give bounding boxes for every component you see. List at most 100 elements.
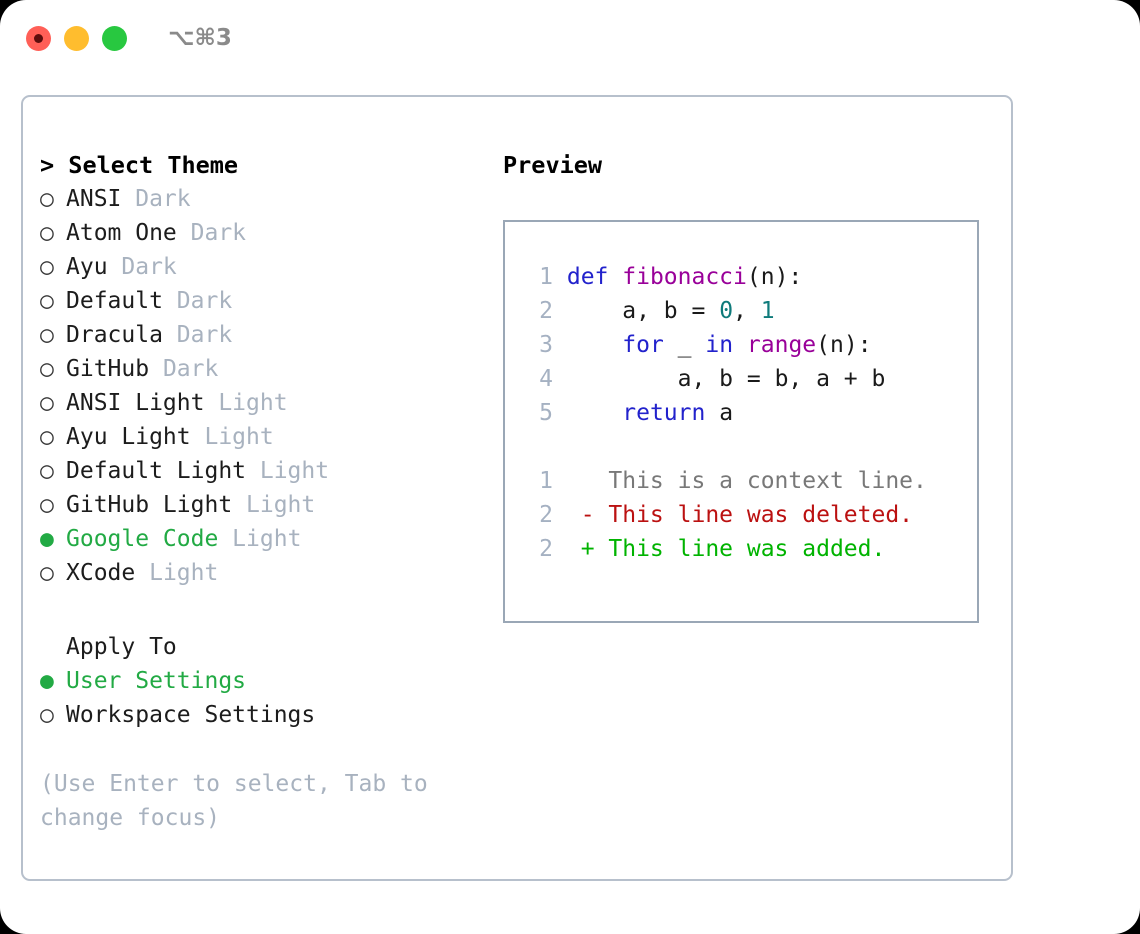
line-number: 4 (539, 366, 553, 392)
theme-name-label: Google Code (66, 526, 219, 552)
code-token-kw: in (705, 332, 734, 358)
diff-line: 2 - This line was deleted. (525, 498, 971, 532)
theme-list-item[interactable]: ○ GitHub Light Light (40, 488, 495, 522)
apply-to-header: Apply To (40, 630, 495, 664)
code-token-fn: fibonacci (622, 264, 747, 290)
theme-kind-label: Light (218, 526, 302, 552)
diff-line: 1 This is a context line. (525, 464, 971, 498)
code-line: 1 def fibonacci(n): (525, 260, 971, 294)
apply-to-item[interactable]: ○ Workspace Settings (40, 698, 495, 732)
code-line: 4 a, b = b, a + b (525, 362, 971, 396)
theme-list-item[interactable]: ○ Default Dark (40, 284, 495, 318)
line-number: 3 (539, 332, 553, 358)
diff-text: This line was added. (594, 536, 886, 562)
theme-name-label: Default (66, 288, 163, 314)
theme-kind-label: Dark (162, 322, 233, 348)
code-token-pln: (n): (816, 332, 872, 358)
gutter-spacer (553, 264, 567, 290)
theme-list-item[interactable]: ○ XCode Light (40, 556, 495, 590)
radio-unselected-icon: ○ (40, 288, 54, 314)
radio-selected-icon: ● (40, 526, 54, 552)
radio-selected-icon: ● (40, 668, 54, 694)
radio-unselected-icon: ○ (40, 424, 54, 450)
theme-kind-label: Dark (149, 356, 219, 382)
theme-list-item[interactable]: ○Ayu Dark (40, 250, 495, 284)
diff-text: This line was deleted. (594, 502, 914, 528)
radio-unselected-icon: ○ (40, 492, 54, 518)
theme-list-item[interactable]: ○ Dracula Dark (40, 318, 495, 352)
diff-marker: + (553, 536, 595, 562)
theme-name-label: GitHub Light (66, 492, 233, 518)
code-line: 2 a, b = 0, 1 (525, 294, 971, 328)
theme-kind-label: Dark (176, 220, 247, 246)
radio-unselected-icon: ○ (40, 560, 54, 586)
code-token-kw: for (622, 332, 664, 358)
maximize-window-button[interactable] (102, 26, 127, 51)
diff-marker (553, 468, 595, 494)
theme-selection-dialog: > Select Theme ○ANSI Dark○Atom One Dark○… (21, 95, 1013, 881)
apply-to-item-label: User Settings (66, 668, 247, 694)
code-token-pln: , (733, 298, 761, 324)
diff-line-number: 2 (539, 536, 553, 562)
theme-list-item[interactable]: ○Default Light Light (40, 454, 495, 488)
apply-to-item-label: Workspace Settings (66, 702, 316, 728)
keyboard-hint-text: (Use Enter to select, Tab to change focu… (40, 771, 442, 831)
code-token-pln (567, 332, 622, 358)
code-token-pln: a, b = (566, 298, 720, 324)
theme-kind-label: Light (135, 560, 219, 586)
radio-unselected-icon: ○ (40, 186, 54, 212)
minimize-window-button[interactable] (64, 26, 89, 51)
select-theme-header: > Select Theme (40, 151, 239, 179)
theme-name-label: Default Light (66, 458, 247, 484)
code-token-num: 0 (719, 298, 734, 324)
gutter-spacer (553, 298, 567, 324)
theme-list-item[interactable]: ● Google Code Light (40, 522, 495, 556)
gutter-spacer (553, 332, 567, 358)
apply-to-header-label: Apply To (66, 634, 177, 660)
traffic-lights (26, 26, 127, 51)
theme-picker-column: > Select Theme ○ANSI Dark○Atom One Dark○… (40, 148, 495, 835)
theme-kind-label: Dark (162, 288, 233, 314)
apply-to-section: Apply To ● User Settings ○ Workspace Settin… (40, 630, 495, 732)
preview-column: Preview 1 def fibonacci(n):2 a, b = 0, 1… (503, 148, 998, 623)
radio-unselected-icon: ○ (40, 390, 54, 416)
theme-name-label: XCode (66, 560, 136, 586)
theme-list-item[interactable]: ○ANSI Light Light (40, 386, 495, 420)
radio-unselected-icon: ○ (40, 322, 54, 348)
line-number: 1 (539, 264, 553, 290)
theme-name-label: Atom One (66, 220, 177, 246)
theme-name-label: ANSI (66, 186, 122, 212)
theme-kind-label: Light (190, 424, 274, 450)
code-line: 5 return a (525, 396, 971, 430)
code-line: 3 for _ in range(n): (525, 328, 971, 362)
apply-to-item[interactable]: ● User Settings (40, 664, 495, 698)
code-token-kw: return (622, 400, 706, 426)
dialog-body: > Select Theme ○ANSI Dark○Atom One Dark○… (23, 97, 1011, 879)
diff-sample-lines: 1 This is a context line.2 - This line w… (525, 464, 971, 566)
radio-unselected-icon: ○ (40, 356, 54, 382)
radio-unselected-icon: ○ (40, 220, 54, 246)
theme-name-label: Ayu (66, 254, 108, 280)
code-token-kw: def (566, 264, 623, 290)
theme-kind-label: Light (232, 492, 316, 518)
gutter-spacer (553, 366, 567, 392)
code-token-fn: range (746, 332, 817, 358)
code-token-pln (733, 332, 747, 358)
code-token-pln: a (705, 400, 734, 426)
line-number: 5 (539, 400, 553, 426)
theme-list-item[interactable]: ○Ayu Light Light (40, 420, 495, 454)
code-token-num: 1 (760, 298, 775, 324)
close-window-button[interactable] (26, 26, 51, 51)
theme-list-item[interactable]: ○ Atom One Dark (40, 216, 495, 250)
radio-unselected-icon: ○ (40, 702, 54, 728)
window-titlebar: ⌥⌘3 (0, 0, 1140, 78)
diff-line-number: 1 (539, 468, 553, 494)
theme-list-item[interactable]: ○GitHub Dark (40, 352, 495, 386)
gutter-spacer (553, 400, 567, 426)
theme-list-item[interactable]: ○ ANSI Dark (40, 182, 495, 216)
theme-name-label: Dracula (66, 322, 163, 348)
theme-kind-label: Dark (121, 186, 191, 212)
theme-kind-label: Light (246, 458, 330, 484)
